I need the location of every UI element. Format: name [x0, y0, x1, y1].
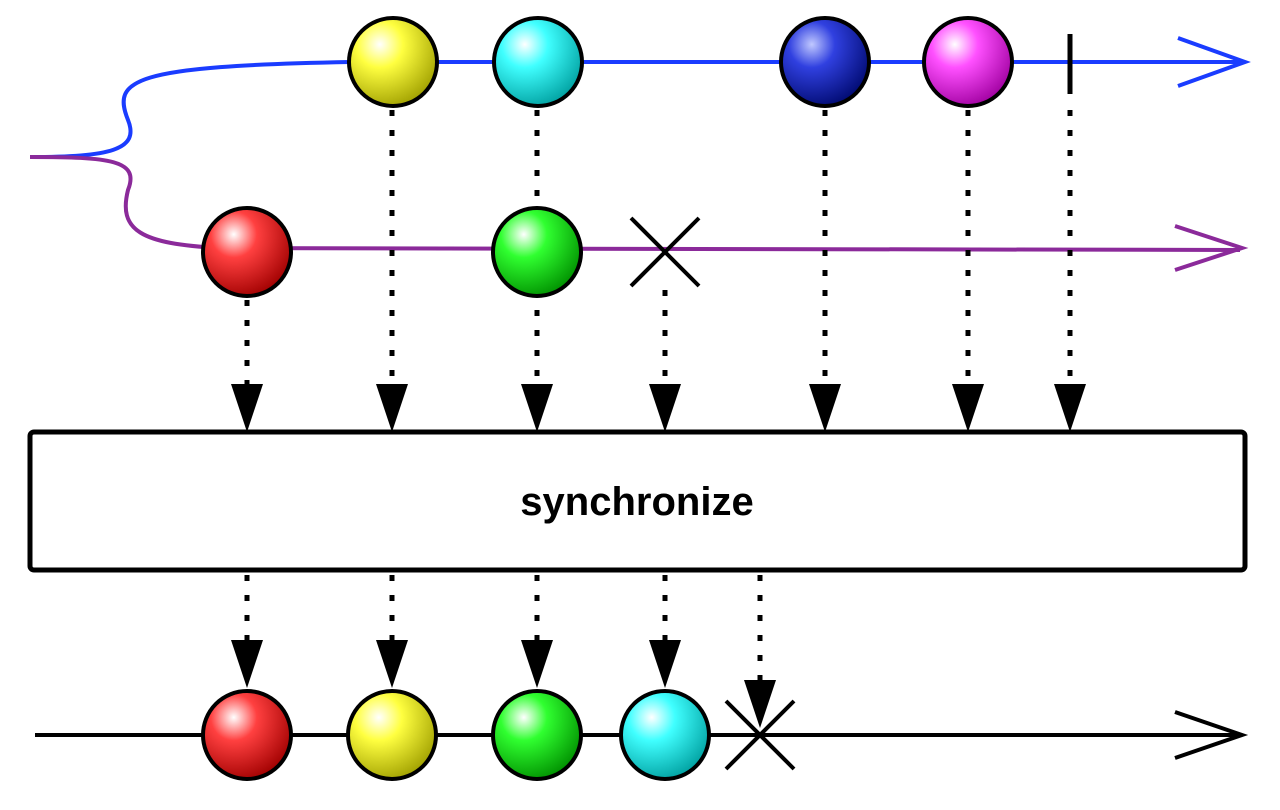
error-x-icon	[629, 216, 701, 288]
dotted-arrow	[521, 575, 553, 688]
dotted-arrow	[809, 110, 841, 432]
marble-cyan	[492, 16, 584, 108]
marble-red	[201, 206, 293, 298]
error-x-icon	[724, 699, 796, 771]
marble-yellow	[346, 689, 438, 781]
output-arrowhead	[1174, 710, 1249, 760]
source-a-line	[29, 60, 1240, 159]
operator-label: synchronize	[520, 480, 753, 524]
dotted-arrow	[744, 575, 776, 728]
operator-box: synchronize	[27, 429, 1248, 573]
marble-blue	[779, 16, 871, 108]
dotted-arrow	[231, 575, 263, 688]
source-a-arrowhead	[1177, 36, 1251, 88]
source-b-stream	[29, 155, 1249, 272]
source-a-stream	[29, 34, 1251, 159]
dotted-arrow	[376, 575, 408, 688]
marble-red	[201, 689, 293, 781]
source-b-line	[29, 155, 1241, 252]
marble-cyan	[619, 689, 711, 781]
dotted-arrow	[952, 110, 984, 432]
source-b-arrowhead	[1174, 224, 1249, 272]
marble-green	[491, 206, 583, 298]
marble-yellow	[347, 16, 439, 108]
emission-arrows	[231, 110, 1086, 728]
marbles	[201, 16, 1014, 781]
marble-green	[491, 689, 583, 781]
dotted-arrow	[1054, 110, 1086, 432]
dotted-arrow	[649, 575, 681, 688]
dotted-arrow	[649, 290, 681, 432]
marble-magenta	[922, 16, 1014, 108]
dotted-arrow	[231, 300, 263, 432]
dotted-arrow	[376, 110, 408, 432]
